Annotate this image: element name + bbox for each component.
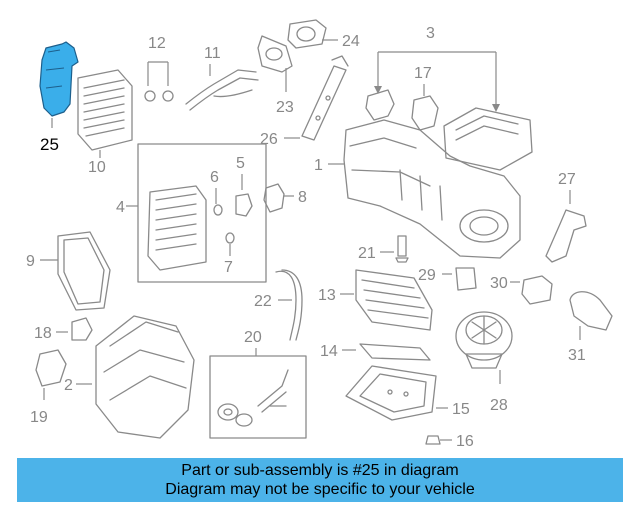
label-30: 30 bbox=[490, 275, 508, 292]
label-16: 16 bbox=[456, 433, 474, 450]
label-13: 13 bbox=[318, 287, 336, 304]
part-25-highlighted[interactable] bbox=[39, 41, 79, 117]
part-10-cabin-filter bbox=[77, 69, 133, 151]
parts-diagram: 25 10 12 11 24 23 26 3 17 bbox=[26, 19, 613, 450]
label-5: 5 bbox=[236, 155, 245, 172]
part-13-evaporator bbox=[355, 269, 433, 331]
part-1-hvac-housing bbox=[343, 119, 521, 259]
part-28-blower-motor bbox=[455, 311, 513, 369]
label-9: 9 bbox=[26, 253, 35, 270]
label-6: 6 bbox=[210, 169, 219, 186]
footer-line-2: Diagram may not be specific to your vehi… bbox=[165, 481, 475, 498]
footer-banner: Part or sub-assembly is #25 in diagram D… bbox=[17, 458, 623, 502]
label-25: 25 bbox=[40, 135, 59, 154]
label-12: 12 bbox=[148, 35, 166, 52]
label-29: 29 bbox=[418, 267, 436, 284]
label-8: 8 bbox=[298, 189, 307, 206]
label-26: 26 bbox=[260, 131, 278, 148]
label-24: 24 bbox=[342, 33, 360, 50]
part-24-gasket bbox=[287, 19, 327, 49]
part-3-housing bbox=[443, 107, 533, 171]
label-2: 2 bbox=[64, 377, 73, 394]
part-2-housing bbox=[95, 315, 195, 439]
label-10: 10 bbox=[88, 159, 106, 176]
label-17: 17 bbox=[414, 65, 432, 82]
label-4: 4 bbox=[116, 199, 125, 216]
label-19: 19 bbox=[30, 409, 48, 426]
label-18: 18 bbox=[34, 325, 52, 342]
label-15: 15 bbox=[452, 401, 470, 418]
label-3: 3 bbox=[426, 25, 435, 42]
label-1: 1 bbox=[314, 157, 323, 174]
part-4-heater-core bbox=[147, 185, 207, 271]
part-26-bracket bbox=[301, 55, 349, 141]
part-15-tray bbox=[345, 365, 437, 421]
label-20: 20 bbox=[244, 329, 262, 346]
label-21: 21 bbox=[358, 245, 376, 262]
part-23-gasket bbox=[257, 35, 293, 73]
label-27: 27 bbox=[558, 171, 576, 188]
label-22: 22 bbox=[254, 293, 272, 310]
footer-line-1: Part or sub-assembly is #25 in diagram bbox=[181, 462, 459, 479]
label-28: 28 bbox=[490, 397, 508, 414]
label-14: 14 bbox=[320, 343, 338, 360]
label-23: 23 bbox=[276, 99, 294, 116]
part-9-filter bbox=[57, 231, 111, 311]
label-7: 7 bbox=[224, 259, 233, 276]
label-11: 11 bbox=[204, 45, 221, 62]
label-31: 31 bbox=[568, 347, 586, 364]
